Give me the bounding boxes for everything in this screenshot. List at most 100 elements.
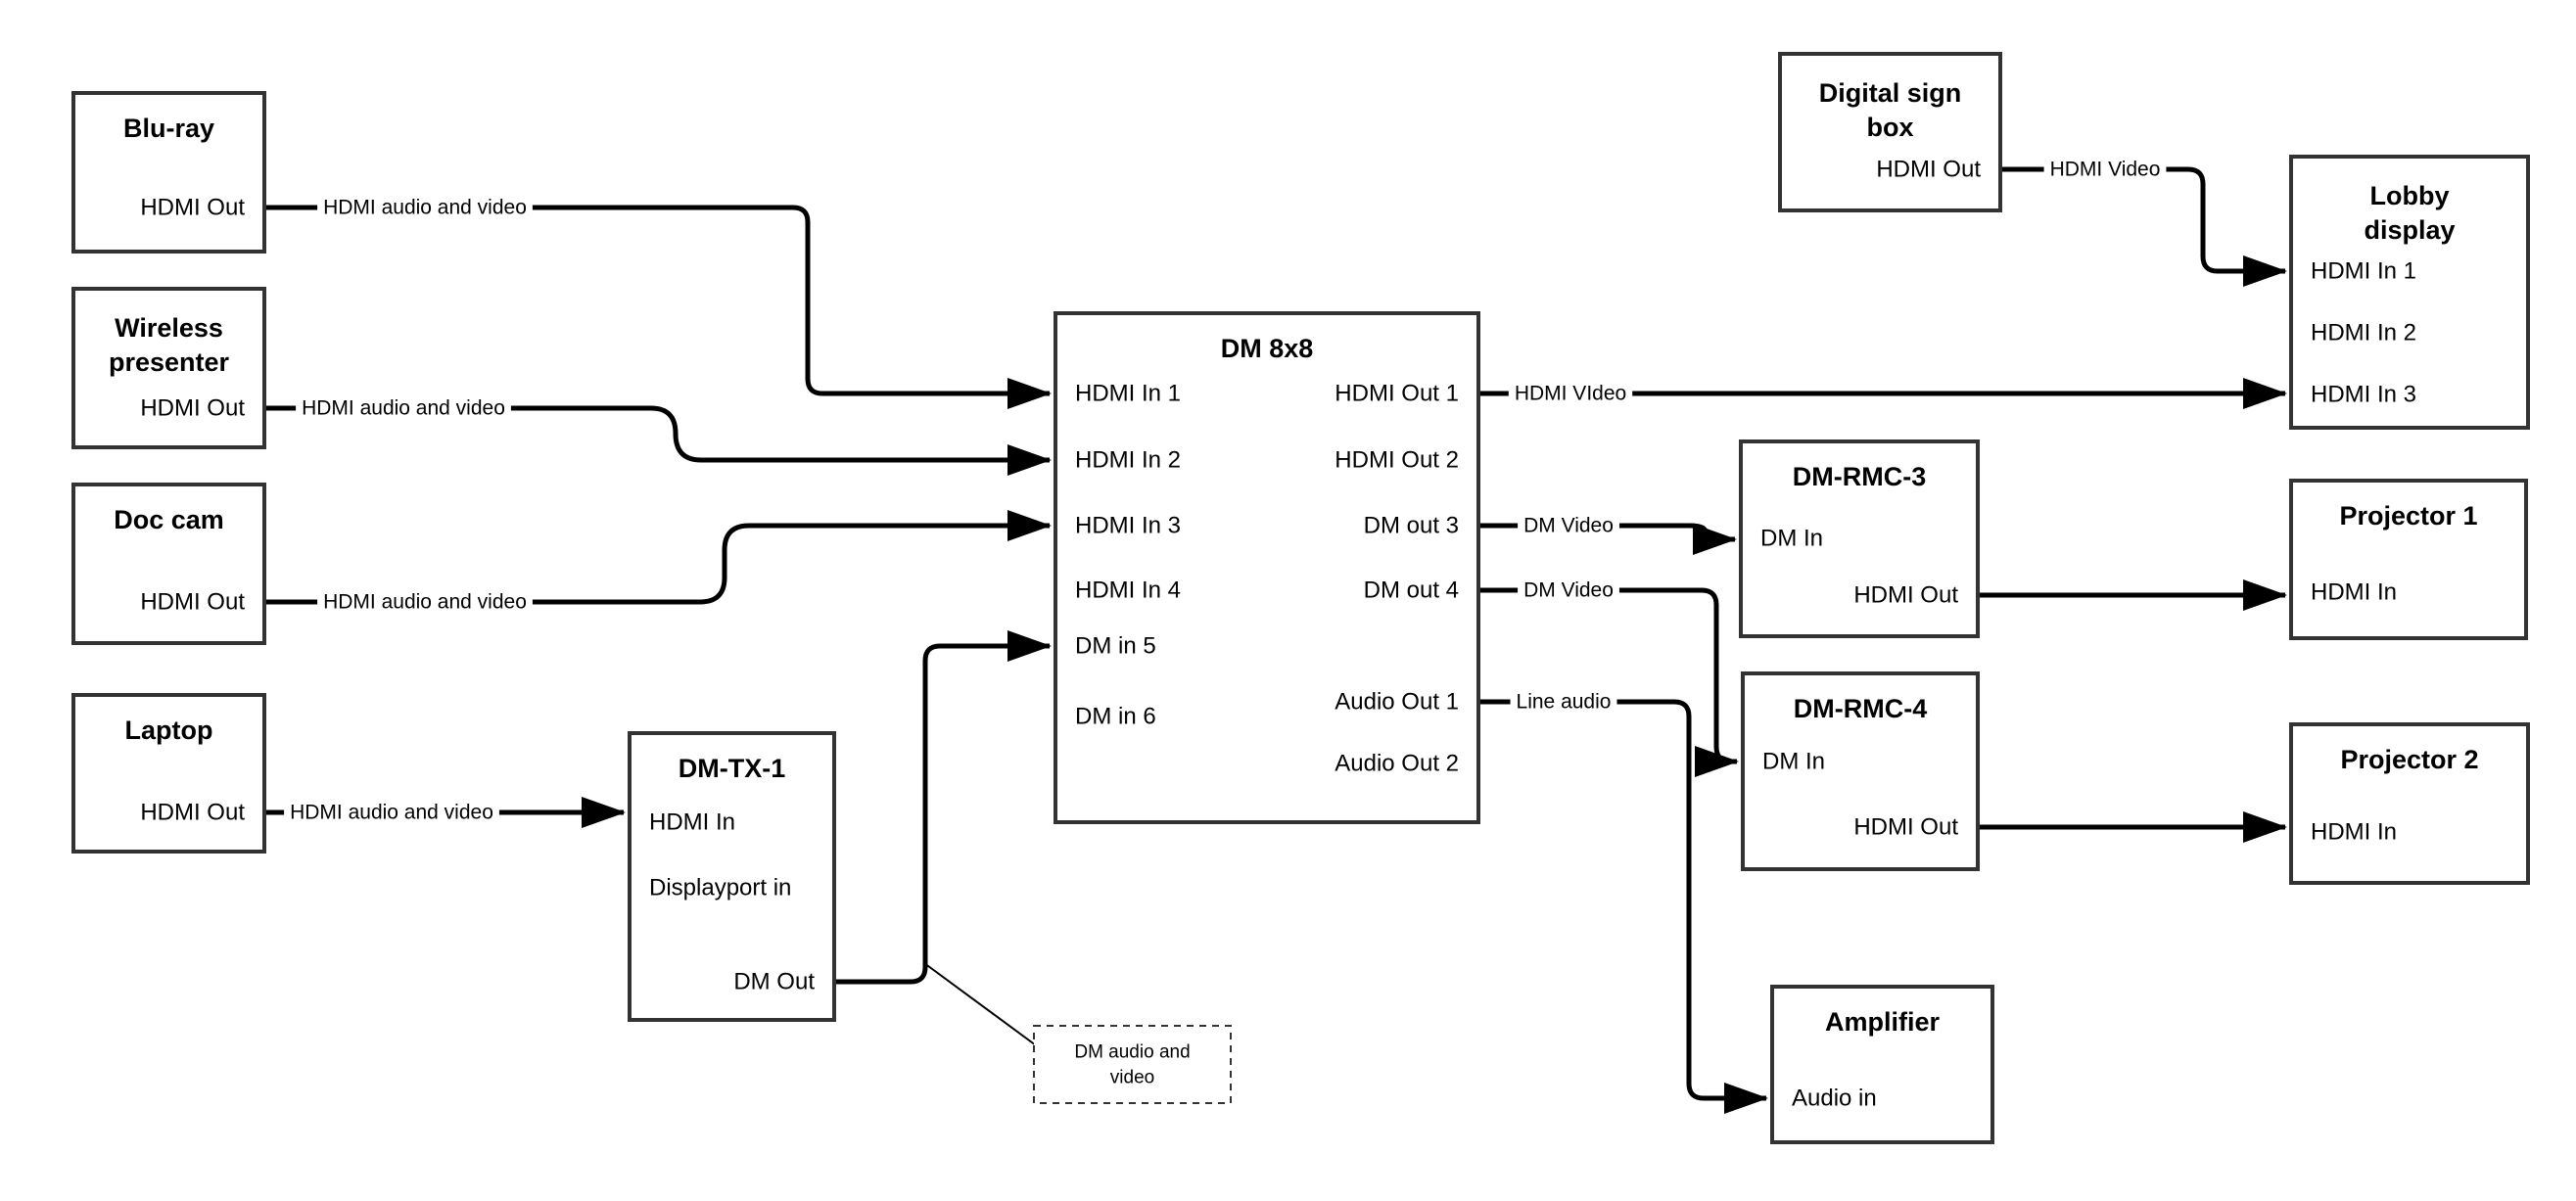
port-label-wireless-presenter-hdmi-out: HDMI Out bbox=[140, 395, 245, 422]
node-title-digital-sign-box: Digital sign bbox=[1819, 78, 1962, 108]
wire-label-text: Line audio bbox=[1517, 691, 1612, 714]
node-box-amplifier[interactable] bbox=[1770, 985, 1994, 1144]
port-label-dm-rmc-3-hdmi-out: HDMI Out bbox=[1853, 582, 1958, 609]
wire-label-text: DM Video bbox=[1523, 515, 1614, 537]
wire-wireless-to-dm8x8-in2 bbox=[264, 405, 1052, 476]
port-label-dm-8x8-audio-out-2: Audio Out 2 bbox=[1335, 751, 1459, 777]
wire-label-bg bbox=[1518, 512, 1619, 539]
wire-label-text: HDMI VIdeo bbox=[1515, 383, 1626, 405]
wire-label-bg bbox=[1510, 688, 1617, 716]
node-title-amplifier: Amplifier bbox=[1825, 1007, 1941, 1037]
wire-dm8x8-out3-to-dmrmc3-dmin bbox=[1478, 523, 1737, 555]
wire-label-laptop-to-dmtx1-hdmi-in: HDMI audio and video bbox=[284, 799, 499, 826]
node-box-dm-rmc-4[interactable] bbox=[1741, 671, 1980, 871]
port-label-doc-cam-hdmi-out: HDMI Out bbox=[140, 589, 245, 616]
wire-label-text: HDMI Video bbox=[2050, 159, 2161, 181]
node-box-projector-2[interactable] bbox=[2289, 722, 2530, 885]
wire-label-bg bbox=[1518, 577, 1619, 604]
port-label-projector-1-hdmi-in: HDMI In bbox=[2311, 579, 2397, 606]
node-box-laptop[interactable] bbox=[71, 693, 266, 854]
node-title-dm-8x8: DM 8x8 bbox=[1221, 334, 1314, 363]
node-title-dm-rmc-3: DM-RMC-3 bbox=[1793, 462, 1926, 491]
node-title-dm-rmc-4: DM-RMC-4 bbox=[1794, 694, 1927, 723]
wire-label-wireless-to-dm8x8-in2: HDMI audio and video bbox=[296, 394, 511, 422]
wire-label-bg bbox=[1508, 380, 1633, 407]
port-label-amplifier-audio-in: Audio in bbox=[1792, 1086, 1877, 1112]
port-label-dm-8x8-hdmi-out-1: HDMI Out 1 bbox=[1335, 381, 1459, 407]
node-title-dm-tx-1: DM-TX-1 bbox=[679, 754, 786, 783]
port-label-dm-8x8-dm-out-3: DM out 3 bbox=[1364, 513, 1459, 539]
wire-doccam-to-dm8x8-in3 bbox=[264, 509, 1052, 605]
port-label-dm-8x8-hdmi-in-4: HDMI In 4 bbox=[1075, 577, 1181, 604]
port-label-dm-tx-1-hdmi-in: HDMI In bbox=[649, 809, 735, 836]
wire-label-bg bbox=[317, 588, 533, 616]
node-title-blu-ray: Blu-ray bbox=[123, 114, 214, 143]
node-box-lobby-display[interactable] bbox=[2289, 155, 2530, 430]
node-title-projector-2: Projector 2 bbox=[2340, 745, 2478, 774]
node-box-blu-ray[interactable] bbox=[71, 91, 266, 254]
node-title-lobby-display: display bbox=[2364, 215, 2455, 245]
node-dm-rmc-4: DM-RMC-4 DM In HDMI Out bbox=[1741, 671, 1980, 871]
port-label-lobby-display-hdmi-in-2: HDMI In 2 bbox=[2311, 320, 2416, 346]
port-label-dm-8x8-dm-in-6: DM in 6 bbox=[1075, 704, 1156, 730]
port-label-dm-8x8-hdmi-in-1: HDMI In 1 bbox=[1075, 381, 1181, 407]
port-label-dm-8x8-dm-out-4: DM out 4 bbox=[1364, 577, 1459, 604]
node-box-wireless-presenter[interactable] bbox=[71, 287, 266, 449]
wire-label-bg bbox=[317, 194, 533, 221]
port-label-projector-2-hdmi-in: HDMI In bbox=[2311, 819, 2397, 846]
port-label-digital-sign-box-hdmi-out: HDMI Out bbox=[1876, 157, 1981, 183]
port-label-dm-8x8-dm-in-5: DM in 5 bbox=[1075, 633, 1156, 660]
port-label-dm-8x8-audio-out-1: Audio Out 1 bbox=[1335, 689, 1459, 716]
node-box-dm-tx-1[interactable] bbox=[628, 731, 836, 1022]
wire-digitalsign-to-lobby-in1 bbox=[2000, 166, 2287, 287]
port-label-lobby-display-hdmi-in-3: HDMI In 3 bbox=[2311, 382, 2416, 408]
node-box-dm-8x8[interactable] bbox=[1054, 311, 1480, 824]
wire-label-text: HDMI audio and video bbox=[302, 397, 505, 420]
port-label-dm-8x8-hdmi-in-3: HDMI In 3 bbox=[1075, 513, 1181, 539]
port-label-dm-tx-1-displayport-in: Displayport in bbox=[649, 875, 791, 901]
port-label-lobby-display-hdmi-in-1: HDMI In 1 bbox=[2311, 258, 2416, 285]
node-box-doc-cam[interactable] bbox=[71, 483, 266, 645]
port-label-dm-rmc-4-dm-in: DM In bbox=[1762, 749, 1825, 775]
wire-dmtx1-dmout-to-dm8x8-in5 bbox=[834, 629, 1052, 985]
wire-label-text: HDMI audio and video bbox=[323, 591, 527, 614]
wire-label-bg bbox=[284, 799, 499, 826]
node-title-laptop: Laptop bbox=[125, 716, 213, 745]
port-label-blu-ray-hdmi-out: HDMI Out bbox=[140, 195, 245, 221]
port-label-dm-8x8-hdmi-out-2: HDMI Out 2 bbox=[1335, 447, 1459, 474]
wire-label-doccam-to-dm8x8-in3: HDMI audio and video bbox=[317, 588, 533, 616]
wire-dm8x8-audio1-to-amplifier bbox=[1478, 699, 1768, 1114]
node-box-projector-1[interactable] bbox=[2289, 479, 2528, 640]
annotation-box[interactable] bbox=[1033, 1025, 1232, 1104]
wire-label-dm8x8-out4-to-dmrmc4-dmin: DM Video bbox=[1518, 577, 1619, 604]
wire-label-digitalsign-to-lobby-in1: HDMI Video bbox=[2043, 156, 2167, 183]
wire-label-text: DM Video bbox=[1523, 579, 1614, 602]
port-label-laptop-hdmi-out: HDMI Out bbox=[140, 800, 245, 826]
port-label-dm-8x8-hdmi-in-2: HDMI In 2 bbox=[1075, 447, 1181, 474]
wire-label-dm8x8-audio1-to-amplifier: Line audio bbox=[1510, 688, 1617, 716]
node-box-digital-sign-box[interactable] bbox=[1778, 52, 2002, 212]
port-label-dm-tx-1-dm-out: DM Out bbox=[733, 969, 815, 995]
port-label-dm-rmc-4-hdmi-out: HDMI Out bbox=[1853, 814, 1958, 841]
node-title-doc-cam: Doc cam bbox=[114, 505, 224, 534]
node-box-dm-rmc-3[interactable] bbox=[1739, 439, 1980, 638]
wire-label-dm8x8-out1-to-lobby-in3: HDMI VIdeo bbox=[1508, 380, 1633, 407]
node-title-digital-sign-box: box bbox=[1866, 113, 1913, 142]
node-title-wireless-presenter: Wireless bbox=[115, 313, 223, 343]
node-title-lobby-display: Lobby bbox=[2370, 181, 2450, 210]
wire-label-bg bbox=[2043, 156, 2167, 183]
wire-label-text: HDMI audio and video bbox=[290, 802, 493, 824]
wire-label-bluray-to-dm8x8-in1: HDMI audio and video bbox=[317, 194, 533, 221]
